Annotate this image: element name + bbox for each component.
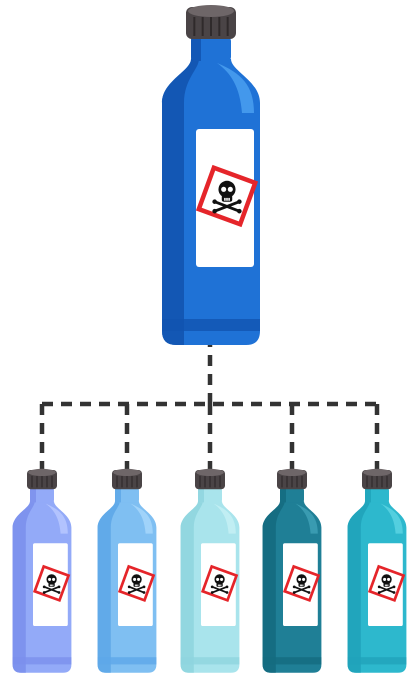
bottle-neck-shade — [115, 488, 121, 503]
bottle-highlight — [45, 503, 68, 534]
skull-crossbones-hazard-icon — [200, 564, 239, 603]
bottle-base-band — [12, 657, 72, 665]
bottle-shade — [180, 501, 203, 673]
bottle-highlight — [295, 503, 318, 534]
bottle-shade — [12, 501, 35, 673]
bottle-highlight — [130, 503, 153, 534]
bottle-neck-shade — [191, 37, 201, 61]
bottle-shade — [347, 501, 370, 673]
bottle-shade — [97, 501, 120, 673]
bottle-highlight — [217, 63, 254, 113]
child-toxic-bottle — [12, 468, 72, 673]
child-toxic-bottle — [347, 468, 407, 673]
child-toxic-bottle — [97, 468, 157, 673]
child-bottles — [12, 468, 407, 673]
main-bottle-shape — [162, 5, 260, 345]
bottle-shade — [162, 59, 199, 345]
bottle-base-band — [180, 657, 240, 665]
bottle-neck-shade — [30, 488, 36, 503]
bottle-neck-shade — [198, 488, 204, 503]
bottle-highlight — [213, 503, 236, 534]
bottle-neck-shade — [365, 488, 371, 503]
bottle-cap-top — [188, 5, 234, 17]
bottle-cap-top — [113, 468, 141, 476]
bottle-base-band — [97, 657, 157, 665]
bottle-base-band — [162, 319, 260, 331]
bottle-base-band — [347, 657, 407, 665]
child-toxic-bottle — [180, 468, 240, 673]
main-toxic-bottle — [162, 5, 260, 345]
skull-crossbones-hazard-icon — [282, 564, 321, 603]
connector-tree — [39, 336, 380, 472]
skull-crossbones-hazard-icon — [32, 564, 71, 603]
child-toxic-bottle — [262, 468, 322, 673]
skull-crossbones-hazard-icon — [117, 564, 156, 603]
bottle-cap-top — [28, 468, 56, 476]
bottle-base-band — [262, 657, 322, 665]
skull-crossbones-hazard-icon — [195, 164, 259, 228]
bottle-neck-shade — [280, 488, 286, 503]
bottle-highlight — [380, 503, 403, 534]
bottle-cap-top — [196, 468, 224, 476]
skull-crossbones-hazard-icon — [367, 564, 406, 603]
bottle-shade — [262, 501, 285, 673]
bottle-cap-top — [278, 468, 306, 476]
bottle-cap-top — [363, 468, 391, 476]
